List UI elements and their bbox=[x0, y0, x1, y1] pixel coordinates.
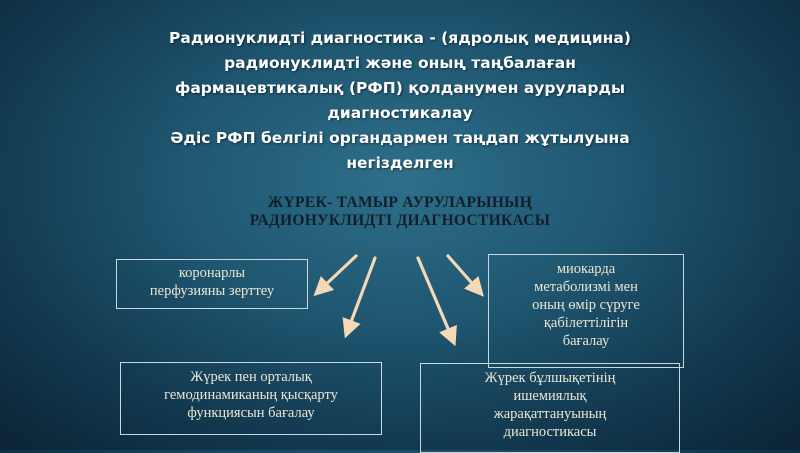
box-line: бағалау bbox=[562, 333, 610, 349]
box-line: ишемиялық bbox=[513, 388, 587, 404]
box-line: қабілеттілігін bbox=[543, 315, 629, 331]
box-line: функциясын бағалау bbox=[187, 405, 315, 421]
myocardial-metabolism-box: миокарда метаболизмі мен оның өмір сүруг… bbox=[488, 254, 684, 368]
arrow-to-hemodynamics bbox=[342, 256, 377, 339]
main-heading: Радионуклидті диагностика - (ядролық мед… bbox=[120, 26, 680, 176]
box-line: жарақаттануының bbox=[493, 406, 607, 422]
heading-line: радионуклидті және оның таңбалаған bbox=[224, 54, 576, 72]
diagram-title: ЖҮРЕК- ТАМЫР АУРУЛАРЫНЫҢ РАДИОНУКЛИДТІ Д… bbox=[140, 194, 660, 230]
box-line: миокарда bbox=[556, 261, 616, 277]
box-line: оның өмір сүруге bbox=[532, 297, 640, 313]
box-line: Жүрек бұлшықетінің bbox=[484, 370, 616, 386]
box-line: коронарлы bbox=[178, 265, 246, 281]
hemodynamics-box: Жүрек пен орталық гемодинамиканың қысқар… bbox=[120, 362, 382, 435]
coronary-perfusion-box: коронарлы перфузияны зерттеу bbox=[116, 259, 308, 309]
arrow-to-ischemia bbox=[416, 256, 457, 347]
heading-line: негізделген bbox=[346, 154, 454, 172]
ischemia-diagnostics-box: Жүрек бұлшықетінің ишемиялық жарақаттану… bbox=[420, 363, 680, 453]
heading-line: Радионуклидті диагностика - (ядролық мед… bbox=[169, 29, 631, 47]
heading-line: диагностикалау bbox=[327, 104, 473, 122]
box-line: перфузияны зерттеу bbox=[149, 283, 275, 299]
arrow-to-coronary bbox=[313, 254, 358, 297]
arrow-to-metabolism bbox=[446, 254, 484, 297]
heading-line: Әдіс РФП белгілі органдармен таңдап жұты… bbox=[170, 129, 630, 147]
heading-line: фармацевтикалық (РФП) қолданумен аурулар… bbox=[174, 79, 626, 97]
box-line: гемодинамиканың қысқарту bbox=[164, 387, 338, 403]
diagram-title-line: ЖҮРЕК- ТАМЫР АУРУЛАРЫНЫҢ bbox=[267, 194, 533, 211]
box-line: диагностикасы bbox=[503, 424, 597, 440]
diagram-title-line: РАДИОНУКЛИДТІ ДИАГНОСТИКАСЫ bbox=[249, 212, 551, 229]
box-line: метаболизмі мен bbox=[534, 279, 638, 295]
box-line: Жүрек пен орталық bbox=[190, 369, 312, 385]
